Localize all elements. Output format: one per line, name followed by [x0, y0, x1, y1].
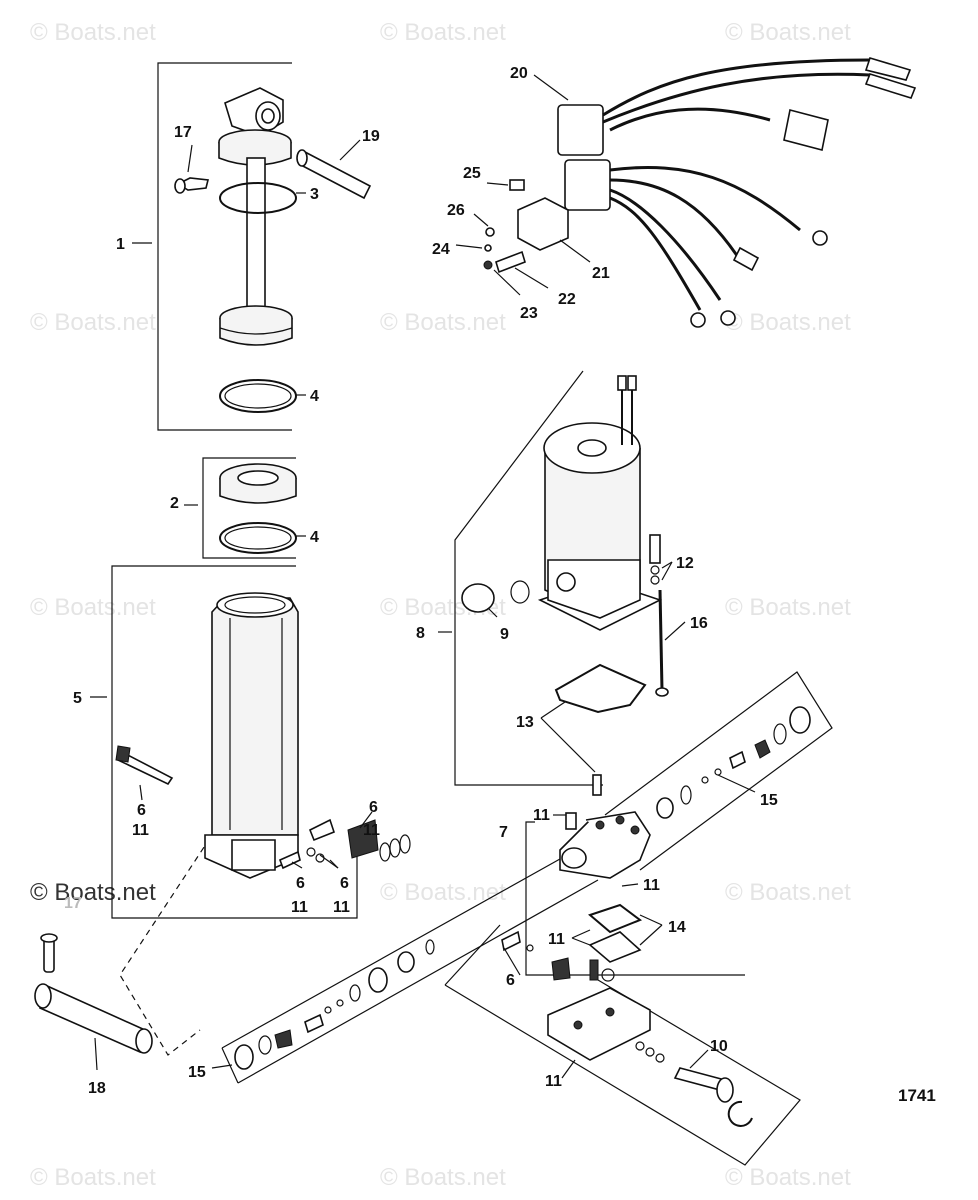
trim-cylinder-5	[204, 592, 299, 879]
watermark: © Boats.net	[30, 309, 156, 336]
pump-body-7	[559, 811, 651, 879]
pin-18	[34, 983, 153, 1054]
trim-ram-assembly	[218, 87, 293, 346]
callout-24: 24	[432, 241, 450, 258]
figure-number: 1741	[898, 1086, 936, 1105]
callout-4: 4	[310, 529, 319, 546]
callout-4: 4	[310, 388, 319, 405]
watermark: © Boats.net	[380, 19, 506, 46]
watermark: © Boats.net	[725, 594, 851, 621]
callout-1: 1	[116, 236, 125, 253]
callout-25: 25	[463, 165, 481, 182]
relay-21	[517, 197, 569, 251]
callout-13: 13	[516, 714, 534, 731]
gasket-13	[554, 663, 647, 796]
plug-9	[461, 580, 530, 613]
watermark: © Boats.net	[380, 309, 506, 336]
manual-release-10	[635, 1041, 753, 1127]
callout-15: 15	[760, 792, 778, 809]
valve-parts-15-lower	[234, 939, 435, 1070]
pump-motor-8	[537, 375, 663, 631]
callout-labels: 1 2 3 4 4 5 6 11 6 11 6 11 6 11 7 8 9 10…	[64, 65, 936, 1105]
valve-parts-15-upper	[656, 706, 811, 819]
small-parts-22-26	[483, 179, 526, 274]
callout-5: 5	[73, 690, 82, 707]
callout-11: 11	[548, 931, 565, 948]
callout-6: 6	[506, 972, 515, 989]
callout-6: 6	[369, 799, 378, 816]
callout-9: 9	[500, 626, 509, 643]
ground-strap-16	[655, 589, 669, 697]
pin-17-lower	[40, 933, 58, 973]
callout-11: 11	[545, 1073, 562, 1090]
watermark: © Boats.net	[380, 1164, 506, 1191]
callout-19: 19	[362, 128, 380, 145]
o-ring-3	[219, 182, 297, 214]
callout-11: 11	[363, 822, 380, 839]
callout-16: 16	[690, 615, 708, 632]
pin-19	[296, 149, 372, 200]
filter-14	[588, 903, 643, 963]
watermark: © Boats.net	[725, 879, 851, 906]
callout-7: 7	[499, 824, 508, 841]
callout-6: 6	[137, 802, 146, 819]
callout-15: 15	[188, 1064, 206, 1081]
callout-10: 10	[710, 1038, 728, 1055]
valve-parts-lower-left	[278, 818, 411, 870]
callout-11: 11	[132, 822, 149, 839]
watermark: © Boats.net	[30, 879, 156, 906]
group-brackets	[111, 62, 833, 1166]
watermark: © Boats.net	[725, 19, 851, 46]
callout-23: 23	[520, 305, 538, 322]
callout-17: 17	[174, 124, 192, 141]
o-ring-4-upper	[219, 379, 297, 413]
callout-11: 11	[533, 807, 550, 824]
wiring-harness-20	[557, 57, 917, 328]
callout-21: 21	[592, 265, 610, 282]
watermark: © Boats.net	[725, 1164, 851, 1191]
callout-26: 26	[447, 202, 465, 219]
callout-2: 2	[170, 495, 179, 512]
screw-12	[649, 534, 661, 585]
callout-14: 14	[668, 919, 686, 936]
callout-18: 18	[88, 1080, 106, 1097]
callout-8: 8	[416, 625, 425, 642]
callout-11: 11	[643, 877, 660, 894]
valve-body-lower	[547, 959, 651, 1061]
watermark: © Boats.net	[380, 879, 506, 906]
callout-12: 12	[676, 555, 694, 572]
callout-11: 11	[333, 899, 350, 916]
bolt-6	[115, 745, 174, 786]
cap-assembly-2	[219, 463, 297, 554]
callout-22: 22	[558, 291, 576, 308]
pin-17	[174, 177, 209, 194]
callout-3: 3	[310, 186, 319, 203]
watermarks: © Boats.net © Boats.net © Boats.net © Bo…	[30, 19, 851, 1191]
callout-20: 20	[510, 65, 528, 82]
valve-parts-6-lower	[501, 930, 571, 981]
watermark: © Boats.net	[30, 594, 156, 621]
watermark: © Boats.net	[30, 19, 156, 46]
callout-17: 17	[64, 895, 82, 912]
callout-11: 11	[291, 899, 308, 916]
callout-6: 6	[340, 875, 349, 892]
callout-6: 6	[296, 875, 305, 892]
watermark: © Boats.net	[30, 1164, 156, 1191]
watermark: © Boats.net	[725, 309, 851, 336]
leader-lines	[90, 74, 756, 1079]
